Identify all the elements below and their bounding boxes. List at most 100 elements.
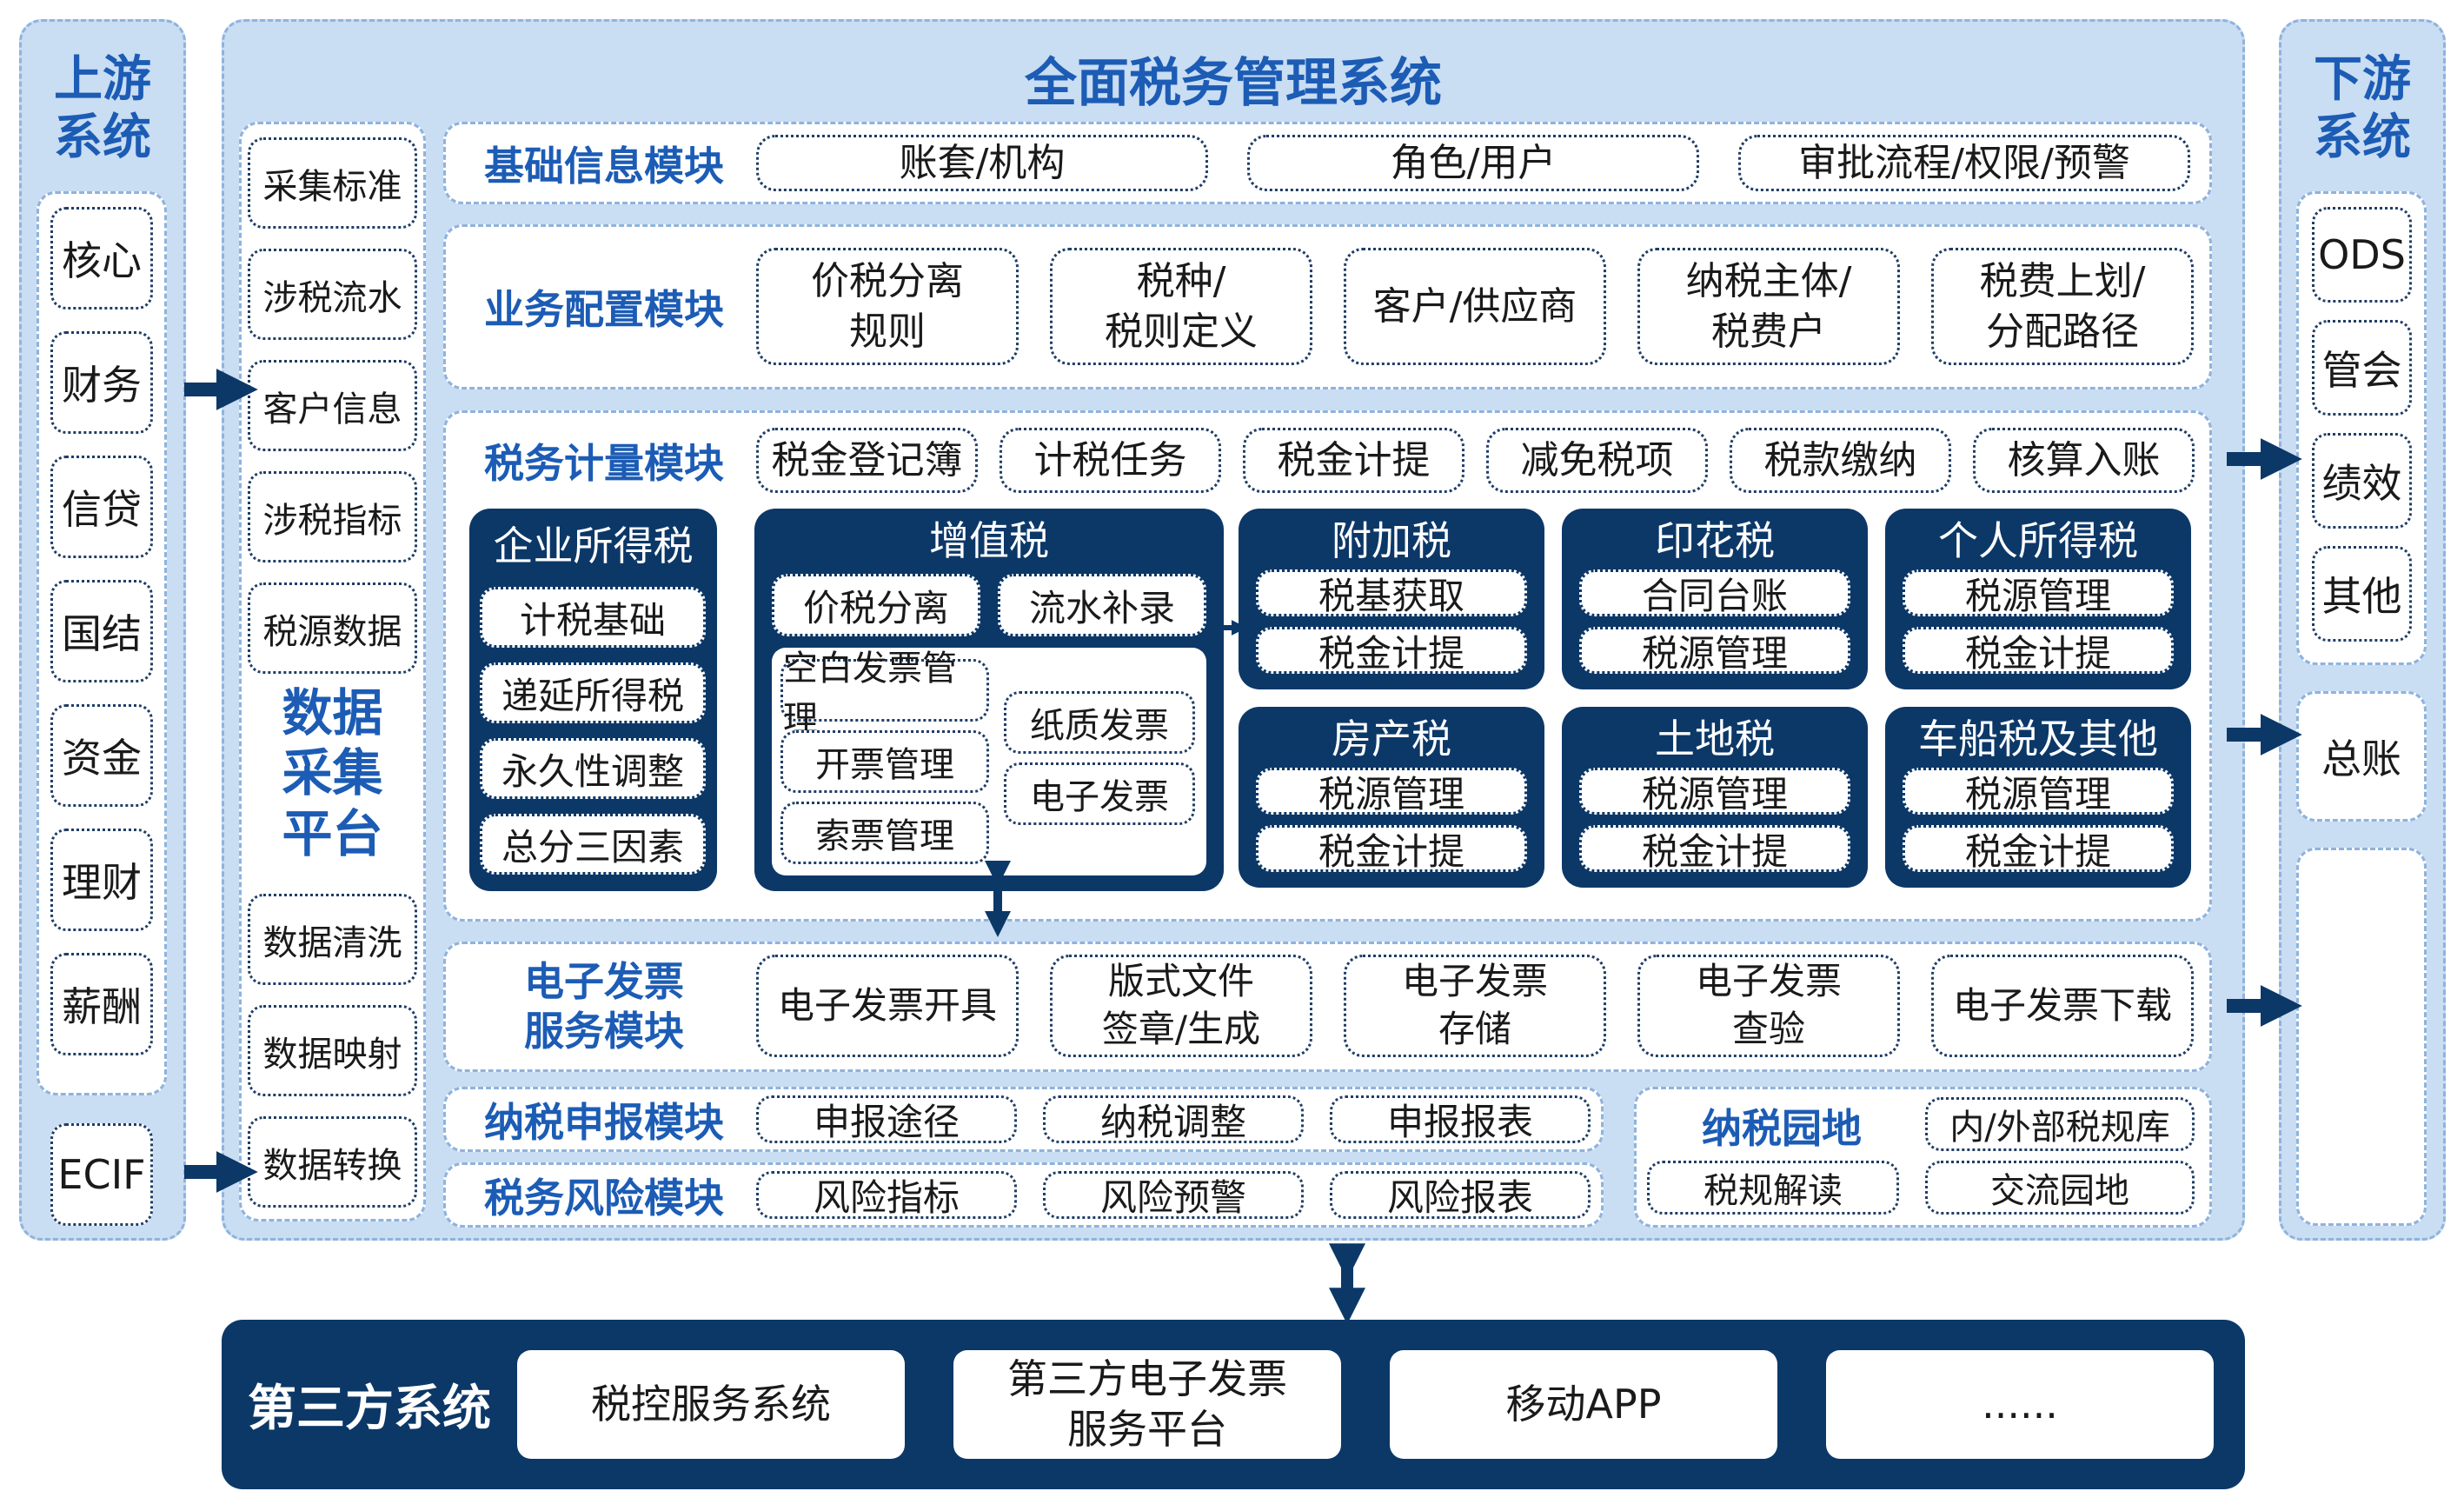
tax-item[interactable]: 税源管理 — [1579, 768, 1850, 815]
collection-item[interactable]: 数据映射 — [248, 1005, 417, 1096]
declare-title: 纳税申报模块 — [484, 1098, 724, 1146]
vat-item[interactable]: 价税分离 — [772, 574, 980, 636]
upstream-item[interactable]: 核心 — [50, 207, 153, 310]
einvoice-item[interactable]: 电子发票开具 — [756, 955, 1019, 1057]
config-item[interactable]: 客户/供应商 — [1344, 248, 1606, 365]
einvoice-item[interactable]: 电子发票 存储 — [1344, 955, 1606, 1057]
vat-invoice-item[interactable]: 电子发票 — [1004, 762, 1195, 825]
einvoice-item[interactable]: 电子发票 查验 — [1637, 955, 1900, 1057]
third-party-title: 第三方系统 — [248, 1381, 491, 1437]
tax-title: 印花税 — [1655, 517, 1775, 564]
cit-item[interactable]: 永久性调整 — [480, 738, 706, 799]
downstream-group2 — [2296, 848, 2427, 1226]
risk-item[interactable]: 风险预警 — [1043, 1171, 1304, 1219]
einvoice-item[interactable]: 版式文件 签章/生成 — [1050, 955, 1312, 1057]
upstream-item[interactable]: 信贷 — [50, 456, 153, 558]
downstream-title: 下游 系统 — [2314, 50, 2411, 166]
config-item[interactable]: 价税分离 规则 — [756, 248, 1019, 365]
downstream-item[interactable]: ODS — [2312, 207, 2412, 303]
vat-invoice-item[interactable]: 开票管理 — [780, 730, 989, 793]
downstream-item[interactable]: 绩效 — [2312, 433, 2412, 529]
collection-item[interactable]: 数据清洗 — [248, 894, 417, 985]
declare-item[interactable]: 申报途径 — [756, 1095, 1017, 1143]
collection-item[interactable]: 税源数据 — [248, 582, 417, 674]
declare-item[interactable]: 申报报表 — [1330, 1095, 1591, 1143]
basic-item[interactable]: 审批流程/权限/预警 — [1738, 135, 2190, 191]
measure-item[interactable]: 减免税项 — [1486, 428, 1708, 493]
tax-item[interactable]: 合同台账 — [1579, 569, 1850, 617]
risk-item[interactable]: 风险报表 — [1330, 1171, 1591, 1219]
garden-item-forum[interactable]: 交流园地 — [1925, 1161, 2195, 1215]
config-item[interactable]: 纳税主体/ 税费户 — [1637, 248, 1900, 365]
tax-title: 附加税 — [1332, 517, 1451, 564]
third-party-item[interactable]: ...... — [1826, 1350, 2214, 1459]
upstream-item[interactable]: 国结 — [50, 580, 153, 682]
cit-item[interactable]: 总分三因素 — [480, 814, 706, 875]
garden-item-interpret[interactable]: 税规解读 — [1647, 1161, 1899, 1215]
tax-title: 土地税 — [1655, 716, 1775, 762]
collection-item[interactable]: 涉税流水 — [248, 249, 417, 340]
vat-invoice-item[interactable]: 索票管理 — [780, 802, 989, 864]
tax-item[interactable]: 税源管理 — [1579, 627, 1850, 675]
tax-title: 个人所得税 — [1938, 517, 2138, 564]
downstream-item[interactable]: 管会 — [2312, 320, 2412, 416]
measure-item[interactable]: 税款缴纳 — [1730, 428, 1951, 493]
upstream-ecif[interactable]: ECIF — [50, 1123, 153, 1226]
tax-title: 房产税 — [1332, 716, 1451, 762]
upstream-title: 上游 系统 — [54, 50, 151, 166]
tax-title: 车船税及其他 — [1918, 716, 2158, 762]
upstream-item[interactable]: 财务 — [50, 331, 153, 434]
tax-item[interactable]: 税金计提 — [1256, 825, 1527, 873]
collection-item[interactable]: 涉税指标 — [248, 471, 417, 562]
third-party-item[interactable]: 移动APP — [1390, 1350, 1777, 1459]
config-module — [443, 224, 2212, 389]
upstream-item[interactable]: 薪酬 — [50, 953, 153, 1055]
downstream-item[interactable]: 其他 — [2312, 546, 2412, 642]
risk-title: 税务风险模块 — [484, 1174, 724, 1221]
config-item[interactable]: 税种/ 税则定义 — [1050, 248, 1312, 365]
tax-item[interactable]: 税金计提 — [1903, 825, 2174, 873]
garden-item-lib[interactable]: 内/外部税规库 — [1925, 1097, 2195, 1151]
third-party-item[interactable]: 第三方电子发票 服务平台 — [953, 1350, 1341, 1459]
downstream-gl[interactable]: 总账 — [2321, 736, 2401, 782]
vat-invoice-item[interactable]: 空白发票管理 — [780, 649, 989, 739]
tax-item[interactable]: 税源管理 — [1256, 768, 1527, 815]
einvoice-item[interactable]: 电子发票下载 — [1931, 955, 2194, 1057]
downstream-gl-box — [2296, 691, 2427, 822]
third-party-item[interactable]: 税控服务系统 — [517, 1350, 905, 1459]
tax-item[interactable]: 税源管理 — [1903, 768, 2174, 815]
upstream-item[interactable]: 理财 — [50, 829, 153, 931]
basic-item[interactable]: 账套/机构 — [756, 135, 1208, 191]
tax-item[interactable]: 税基获取 — [1256, 569, 1527, 617]
config-item[interactable]: 税费上划/ 分配路径 — [1931, 248, 2194, 365]
tax-item[interactable]: 税金计提 — [1579, 825, 1850, 873]
vat-item[interactable]: 流水补录 — [998, 574, 1206, 636]
measure-item[interactable]: 计税任务 — [1000, 428, 1221, 493]
risk-item[interactable]: 风险指标 — [756, 1171, 1017, 1219]
tax-item[interactable]: 税金计提 — [1256, 627, 1527, 675]
collection-item[interactable]: 数据转换 — [248, 1116, 417, 1208]
tax-item[interactable]: 税金计提 — [1903, 627, 2174, 675]
cit-item[interactable]: 计税基础 — [480, 587, 706, 648]
collection-label: 数据 采集 平台 — [282, 682, 383, 863]
collection-item[interactable]: 客户信息 — [248, 360, 417, 451]
measure-title: 税务计量模块 — [484, 439, 724, 487]
basic-item[interactable]: 角色/用户 — [1247, 135, 1699, 191]
einvoice-module — [443, 942, 2212, 1072]
einvoice-title: 电子发票 服务模块 — [524, 957, 684, 1055]
config-title: 业务配置模块 — [484, 286, 724, 333]
vat-title: 增值税 — [929, 517, 1049, 564]
basic-title: 基础信息模块 — [484, 142, 724, 190]
tax-item[interactable]: 税源管理 — [1903, 569, 2174, 617]
cit-title: 企业所得税 — [493, 523, 694, 569]
upstream-item[interactable]: 资金 — [50, 704, 153, 807]
vat-invoice-item[interactable]: 纸质发票 — [1004, 691, 1195, 754]
garden-title: 纳税园地 — [1702, 1104, 1862, 1152]
collection-item[interactable]: 采集标准 — [248, 137, 417, 229]
main-title: 全面税务管理系统 — [1025, 52, 1442, 114]
cit-item[interactable]: 递延所得税 — [480, 662, 706, 723]
measure-item[interactable]: 税金计提 — [1243, 428, 1464, 493]
declare-item[interactable]: 纳税调整 — [1043, 1095, 1304, 1143]
measure-item[interactable]: 核算入账 — [1973, 428, 2195, 493]
measure-item[interactable]: 税金登记簿 — [756, 428, 978, 493]
